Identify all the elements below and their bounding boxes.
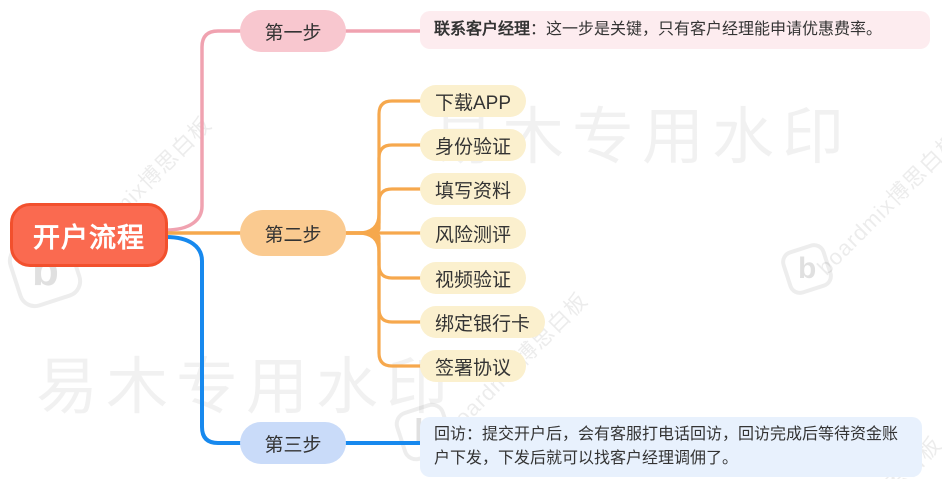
child-node-download-app[interactable]: 下载APP	[420, 85, 527, 117]
edge-step2-child5	[344, 231, 422, 280]
note1-rest: ：这一步是关键，只有客户经理能申请优惠费率。	[530, 21, 883, 38]
edge-step2-child7	[344, 231, 422, 368]
child-node-identity[interactable]: 身份验证	[420, 129, 527, 161]
root-node[interactable]: 开户流程	[10, 203, 168, 267]
edge-step2-child3	[344, 187, 422, 235]
branch-node-step1[interactable]: 第一步	[240, 10, 346, 52]
boardmix-logo-icon: b	[778, 240, 836, 298]
edge-step2-child1	[344, 99, 422, 235]
child-node-fill-info[interactable]: 填写资料	[420, 173, 527, 205]
branch-node-step3[interactable]: 第三步	[240, 422, 346, 464]
edge-root-step1	[164, 29, 242, 232]
child-node-bind-bank-card[interactable]: 绑定银行卡	[420, 306, 546, 338]
watermark-brand-diagonal: boardmix博思白板	[812, 127, 942, 280]
child-node-risk-assess[interactable]: 风险测评	[420, 217, 527, 249]
child-node-sign-agreement[interactable]: 签署协议	[420, 350, 527, 382]
edge-step2-child2	[344, 143, 422, 235]
child-node-video-verify[interactable]: 视频验证	[420, 262, 527, 294]
edge-root-step3	[164, 235, 242, 445]
branch-node-step2[interactable]: 第二步	[240, 210, 346, 256]
edge-step2-child6	[344, 231, 422, 324]
note3-text: 回访：提交开户后，会有客服打电话回访，回访完成后等待资金账户下发，下发后就可以找…	[434, 426, 899, 467]
note-node-step1[interactable]: 联系客户经理：这一步是关键，只有客户经理能申请优惠费率。	[420, 11, 930, 49]
watermark-text-bottom: 易木专用水印	[36, 353, 457, 422]
note1-lead: 联系客户经理	[434, 21, 531, 38]
note-node-step3[interactable]: 回访：提交开户后，会有客服打电话回访，回访完成后等待资金账户下发，下发后就可以找…	[420, 417, 922, 477]
note1-text: 联系客户经理：这一步是关键，只有客户经理能申请优惠费率。	[434, 18, 882, 42]
